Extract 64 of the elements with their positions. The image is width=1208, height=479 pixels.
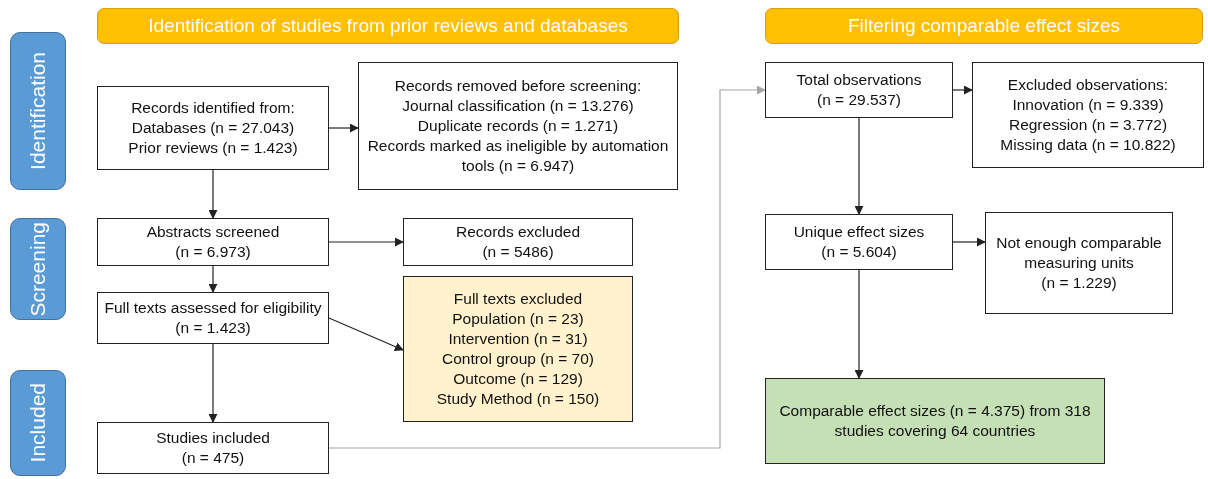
box-text: Journal classification (n = 13.276) [402, 96, 634, 116]
box-text: Innovation (n = 9.339) [1012, 95, 1164, 115]
arrow [328, 85, 766, 449]
arrow [328, 237, 404, 247]
box-text: Records removed before screening: [394, 76, 642, 96]
section-label: Screening [26, 221, 50, 317]
arrow [952, 237, 986, 247]
phase-header [97, 8, 679, 44]
process-box [97, 292, 329, 344]
arrow [208, 169, 218, 219]
section-tab [10, 218, 66, 320]
process-box [765, 378, 1105, 464]
box-text: Records excluded [455, 222, 581, 242]
box-text: Intervention (n = 31) [448, 329, 588, 349]
box-text: Regression (n = 3.772) [1008, 115, 1168, 135]
process-box [765, 214, 953, 270]
box-text: (n = 6.973) [175, 242, 251, 262]
process-box [97, 86, 329, 170]
arrow [952, 85, 973, 95]
section-tab [10, 32, 66, 190]
section-label: Identification [26, 52, 50, 170]
box-text: Full texts assessed for eligibility (n = 1.423) [104, 298, 322, 338]
box-text: Databases (n = 27.043) [131, 118, 295, 138]
box-text: Comparable effect sizes (n = 4.375) from 318 studies covering 64 countries [778, 401, 1092, 441]
header-text: Filtering comparable effect sizes [847, 15, 1121, 37]
process-box [97, 218, 329, 266]
box-text: Records marked as ineligible by automation tools (n = 6.947) [366, 136, 670, 176]
box-text: Duplicate records (n = 1.271) [417, 116, 619, 136]
section-label: Included [26, 383, 50, 463]
box-text: Missing data (n = 10.822) [1000, 135, 1176, 155]
process-box [985, 212, 1173, 314]
box-text: Abstracts screened [146, 222, 280, 242]
box-text: Excluded observations: [1007, 75, 1169, 95]
box-text: Records identified from: [131, 98, 295, 118]
box-text: Total observations [796, 70, 922, 90]
process-box [403, 218, 633, 266]
section-tab [10, 370, 66, 476]
arrow [854, 269, 864, 379]
arrow [328, 123, 359, 133]
box-text: (n = 5.604) [821, 242, 897, 262]
process-box [403, 276, 633, 422]
box-text: Population (n = 23) [452, 309, 584, 329]
phase-header [765, 8, 1203, 44]
box-text: Studies included [156, 428, 270, 448]
box-text: Unique effect sizes [793, 222, 925, 242]
box-text: (n = 1.229) [1041, 273, 1117, 293]
box-text: Not enough comparable measuring units [995, 233, 1163, 273]
box-text: Study Method (n = 150) [436, 389, 600, 409]
arrow [854, 117, 864, 215]
process-box [972, 62, 1204, 168]
arrow [328, 317, 404, 351]
box-text: (n = 5486) [482, 242, 554, 262]
header-text: Identification of studies from prior reviews and databases [148, 15, 628, 37]
box-text: Full texts excluded [453, 289, 583, 309]
box-text: Prior reviews (n = 1.423) [128, 138, 298, 158]
box-text: (n = 29.537) [817, 90, 901, 110]
box-text: Control group (n = 70) [441, 349, 595, 369]
arrow [208, 343, 218, 423]
process-box [358, 62, 678, 190]
process-box [97, 422, 329, 474]
process-box [765, 62, 953, 118]
box-text: Outcome (n = 129) [453, 369, 583, 389]
arrow [208, 265, 218, 293]
box-text: (n = 475) [181, 448, 245, 468]
